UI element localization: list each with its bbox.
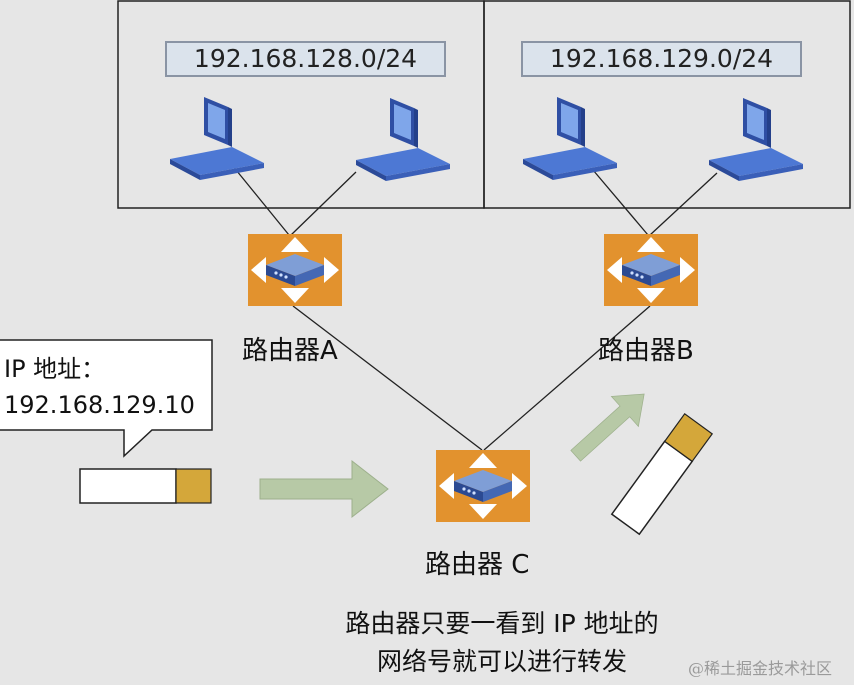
arrow-icon bbox=[259, 459, 389, 519]
link-laptop3-routerB bbox=[592, 169, 649, 236]
router-icon bbox=[248, 234, 342, 306]
subnet-box-right bbox=[483, 0, 851, 209]
speech-bubble bbox=[0, 339, 213, 458]
ip-note-line2: 192.168.129.10 bbox=[4, 391, 195, 419]
router-label-b: 路由器B bbox=[598, 336, 694, 366]
link-routerB-routerC bbox=[483, 305, 651, 451]
packet-icon bbox=[610, 413, 714, 536]
laptop-icon bbox=[523, 97, 617, 180]
arrow-icon bbox=[570, 393, 645, 462]
ip-note-line1: IP 地址： bbox=[4, 355, 106, 383]
caption-line1: 路由器只要一看到 IP 地址的 bbox=[345, 609, 659, 638]
laptop-icon bbox=[709, 98, 803, 181]
laptop-icon bbox=[170, 97, 264, 180]
subnet-box-left bbox=[117, 0, 485, 209]
subnet-label-right: 192.168.129.0/24 bbox=[521, 41, 802, 77]
link-laptop2-routerA bbox=[290, 171, 357, 236]
link-laptop1-routerA bbox=[231, 164, 290, 236]
watermark: @稀土掘金技术社区 bbox=[688, 659, 833, 678]
link-laptop4-routerB bbox=[649, 172, 718, 236]
router-icon bbox=[436, 450, 530, 522]
subnet-label-left: 192.168.128.0/24 bbox=[165, 41, 446, 77]
router-label-a: 路由器A bbox=[242, 336, 338, 366]
caption-line2: 网络号就可以进行转发 bbox=[376, 647, 627, 676]
packet-icon bbox=[79, 468, 212, 504]
router-icon bbox=[604, 234, 698, 306]
link-routerA-routerC bbox=[292, 305, 483, 451]
router-label-c: 路由器 C bbox=[425, 550, 530, 580]
laptop-icon bbox=[356, 98, 450, 181]
